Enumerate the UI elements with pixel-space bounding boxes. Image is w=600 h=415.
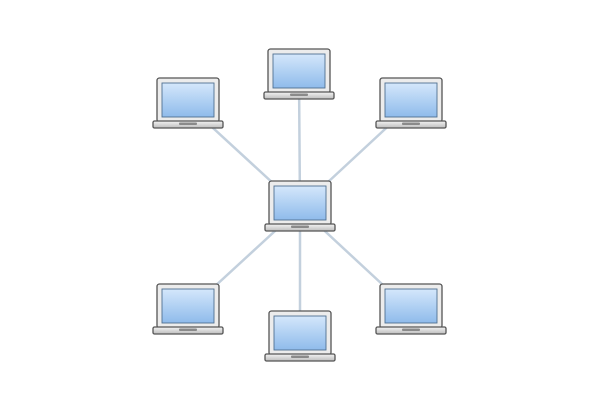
laptop-screen <box>273 315 327 351</box>
laptop-screen <box>161 82 215 118</box>
laptop-screen <box>161 288 215 324</box>
laptop-icon <box>375 283 447 335</box>
laptop-screen <box>384 82 438 118</box>
laptop-icon <box>263 48 335 100</box>
laptop-icon <box>264 310 336 362</box>
laptop-screen <box>273 185 327 221</box>
laptop-icon <box>264 180 336 232</box>
network-nodes <box>152 48 447 362</box>
laptop-screen <box>272 53 326 89</box>
laptop-screen <box>384 288 438 324</box>
laptop-icon <box>152 283 224 335</box>
laptop-icon <box>152 77 224 129</box>
laptop-icon <box>375 77 447 129</box>
